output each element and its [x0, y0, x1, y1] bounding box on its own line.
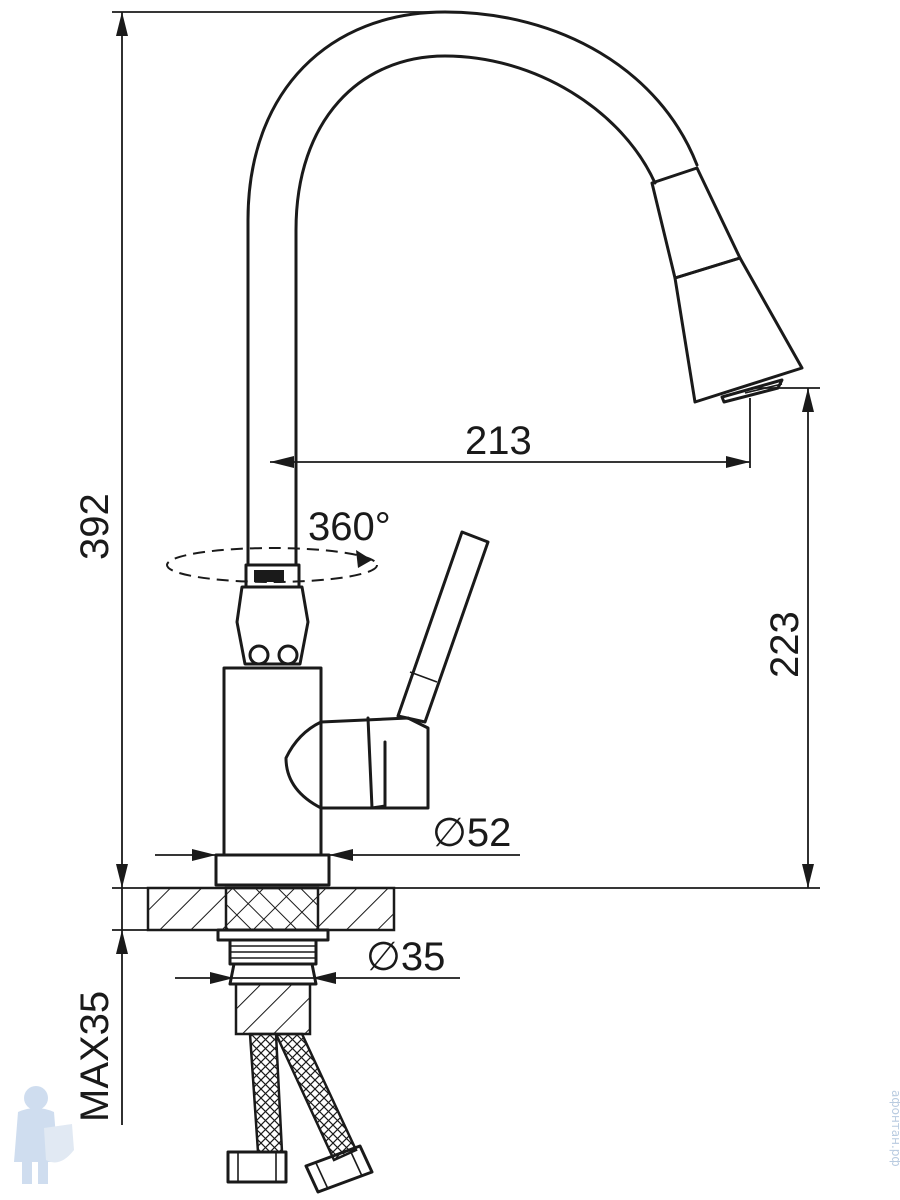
dimension-max-countertop [112, 888, 218, 1125]
body-diameter-label: ∅52 [432, 811, 511, 855]
spray-head [650, 166, 804, 404]
rotation-indicator [166, 547, 378, 583]
mounting-shank [216, 928, 330, 1036]
spout-height-label: 223 [763, 611, 807, 678]
thread-diameter-label: ∅35 [366, 935, 445, 979]
dimension-body-diameter [155, 849, 520, 861]
dimension-spout-reach [270, 398, 751, 468]
total-height-label: 392 [73, 493, 117, 560]
spout-reach-label: 213 [465, 419, 532, 463]
watermark-text: афонтан.рф [889, 1090, 900, 1167]
rotation-label: 360° [308, 505, 391, 549]
countertop-section [146, 886, 396, 932]
spout [246, 10, 699, 567]
lever-handle [284, 530, 490, 810]
plumber-mascot-logo [14, 1086, 74, 1184]
dimension-total-height [112, 11, 820, 889]
dimension-thread-diameter [175, 972, 460, 984]
max-countertop-label: MAX35 [73, 991, 117, 1122]
swivel-collar [235, 563, 310, 666]
faucet-body [214, 666, 331, 887]
flexible-hoses [226, 1032, 374, 1194]
dimension-spout-height [755, 387, 820, 888]
